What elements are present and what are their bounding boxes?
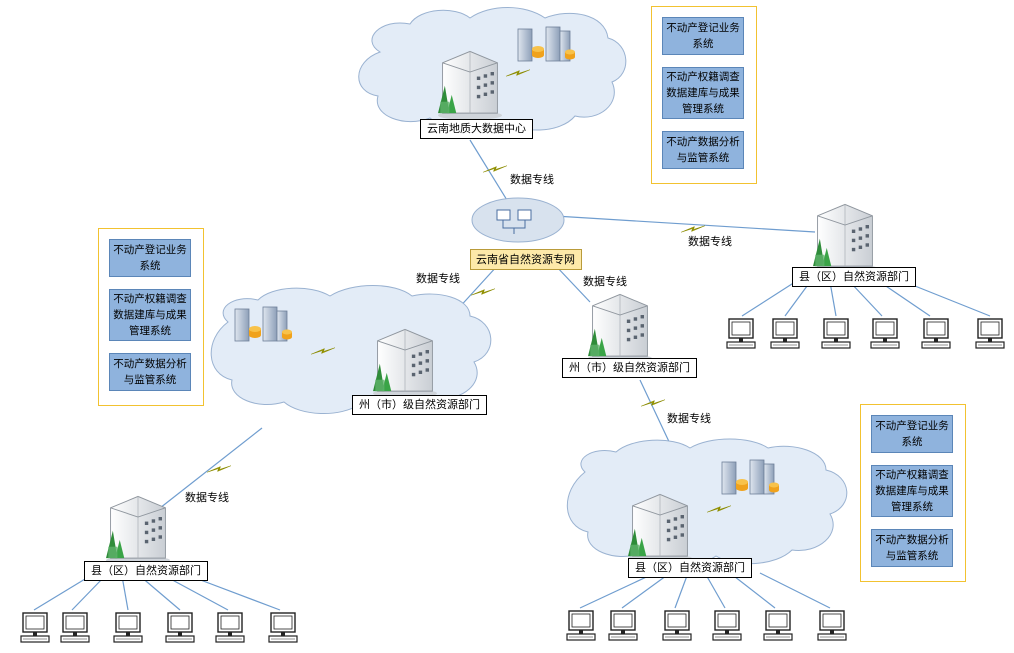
system-registration: 不动产登记业务系统 [871,415,953,453]
computer-icon [712,610,742,641]
computer-icon [870,318,900,349]
county-right-bottom-label: 县（区）自然资源部门 [628,558,752,578]
link-label-prefecture-county: 数据专线 [667,412,711,425]
system-panel-top: 不动产登记业务系统 不动产权籍调查数据建库与成果管理系统 不动产数据分析与监管系… [651,6,757,184]
computer-group-right-bottom [566,610,847,641]
system-registration: 不动产登记业务系统 [662,17,744,55]
computer-icon [662,610,692,641]
link-label-hub-prefecture-right: 数据专线 [583,275,627,288]
county-right-top-label: 县（区）自然资源部门 [792,267,916,287]
computer-icon [113,612,143,643]
computer-icon [608,610,638,641]
system-analysis: 不动产数据分析与监管系统 [109,353,191,391]
building-icon [372,328,438,398]
building-icon [587,293,653,363]
prefecture-right-label: 州（市）级自然资源部门 [562,358,697,378]
system-cadastral: 不动产权籍调查数据建库与成果管理系统 [109,289,191,341]
system-panel-right: 不动产登记业务系统 不动产权籍调查数据建库与成果管理系统 不动产数据分析与监管系… [860,404,966,582]
cloud-right [566,438,848,566]
computer-icon [215,612,245,643]
computer-icon [20,612,50,643]
link-label-hub-county: 数据专线 [688,235,732,248]
computer-icon [817,610,847,641]
system-registration: 不动产登记业务系统 [109,239,191,277]
computer-icon [268,612,298,643]
link-label-prefecture-left-county: 数据专线 [185,491,229,504]
computer-icon [165,612,195,643]
server-icon [234,306,293,342]
computer-icon [726,318,756,349]
computer-icon [60,612,90,643]
computer-icon [566,610,596,641]
computer-icon [921,318,951,349]
system-cadastral: 不动产权籍调查数据建库与成果管理系统 [662,67,744,119]
server-icon [517,26,576,62]
lightning-icon [680,225,706,233]
prefecture-left-label: 州（市）级自然资源部门 [352,395,487,415]
system-analysis: 不动产数据分析与监管系统 [662,131,744,169]
building-icon [627,493,693,563]
center-label: 云南地质大数据中心 [420,119,533,139]
building-icon [812,203,878,273]
system-panel-left: 不动产登记业务系统 不动产权籍调查数据建库与成果管理系统 不动产数据分析与监管系… [98,228,204,406]
system-cadastral: 不动产权籍调查数据建库与成果管理系统 [871,465,953,517]
building-icon [437,50,503,120]
system-analysis: 不动产数据分析与监管系统 [871,529,953,567]
building-icon [105,495,171,565]
network-hub [471,197,565,243]
lightning-icon [640,399,666,407]
computer-icon [763,610,793,641]
computer-icon [770,318,800,349]
computer-icon [975,318,1005,349]
computer-group-left [20,612,298,643]
hub-label: 云南省自然资源专网 [470,249,582,270]
link-label-center-hub: 数据专线 [510,173,554,186]
county-left-label: 县（区）自然资源部门 [84,561,208,581]
server-icon [721,459,780,495]
connection-lines [33,139,991,611]
link-label-hub-prefecture-left: 数据专线 [416,272,460,285]
computer-group-right-top [726,318,1005,349]
computer-icon [821,318,851,349]
